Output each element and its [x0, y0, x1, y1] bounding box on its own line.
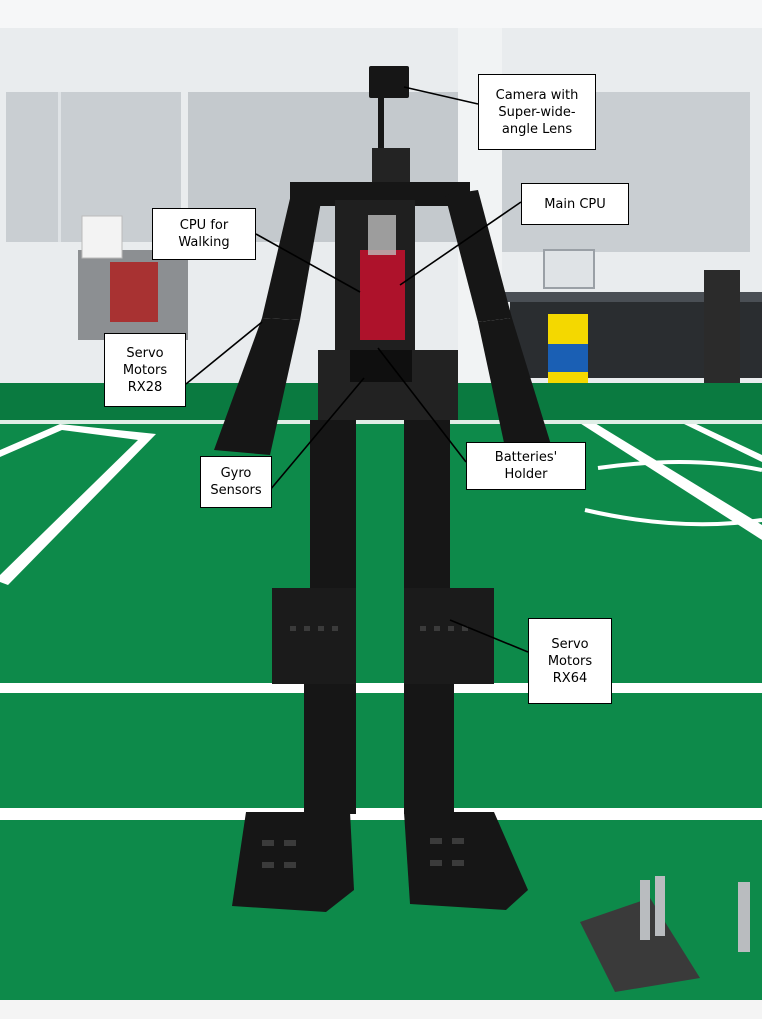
callout-cpu-walking-line-1: CPU for [179, 218, 229, 233]
foreground-stand-post [640, 880, 650, 940]
callout-batteries: Batteries' Holder [466, 442, 586, 490]
callout-gyro-line-2: Sensors [210, 483, 262, 498]
robot-right-knee-panel [404, 588, 494, 684]
field-edge-bottom [0, 1000, 762, 1019]
callout-camera: Camera with Super-wide- angle Lens [478, 74, 596, 150]
callout-servo-rx64-line-1: Servo [551, 636, 589, 652]
callout-camera-line-2: Super-wide- [498, 104, 576, 120]
foreground-stand [580, 898, 700, 992]
callout-camera-line-1: Camera with [495, 87, 579, 103]
callout-cpu-walking-line-2: Walking [178, 235, 230, 250]
window-left-b [58, 92, 61, 242]
field-line-horizontal-2 [0, 808, 762, 820]
background-robot-red [110, 262, 158, 322]
callout-servo-rx64: Servo Motors RX64 [528, 618, 612, 704]
center-circle-arc-2 [584, 508, 762, 527]
callout-gyro: Gyro Sensors [200, 456, 272, 508]
field-line-far [0, 420, 762, 424]
foreground-stand-post-3 [738, 882, 750, 952]
ceiling-band [0, 0, 762, 28]
humanoid-robot-icon [214, 66, 552, 912]
callout-main-cpu-line-1: Main CPU [544, 196, 606, 212]
robot-left-thigh [310, 420, 356, 590]
callout-servo-rx28-line-1: Servo [126, 345, 164, 361]
callout-servo-rx28-line-2: Motors [122, 362, 168, 378]
robot-camera [369, 66, 409, 98]
callout-servo-rx64-line-2: Motors [547, 653, 593, 669]
yellow-pillar-top [548, 314, 588, 344]
robot-neck [372, 148, 410, 184]
background-cabinet [81, 215, 123, 259]
callout-batteries-line-2: Holder [504, 467, 548, 482]
callout-cpu-walking: CPU for Walking [152, 208, 256, 260]
robot-camera-mast [378, 98, 384, 158]
field-line-right-diag [575, 420, 762, 540]
foreground-stand-post-2 [655, 876, 665, 936]
robot-right-thigh [404, 420, 450, 590]
callout-gyro-line-1: Gyro [220, 466, 252, 481]
field-line-horizontal-1 [0, 683, 762, 693]
background-desk-top [505, 292, 762, 302]
robot-right-shin [404, 684, 454, 814]
callout-servo-rx28: Servo Motors RX28 [104, 333, 186, 407]
field-line-right-diag-2 [680, 422, 762, 462]
blue-pillar-band [548, 344, 588, 372]
robot-left-forearm [214, 318, 300, 455]
robot-wiring [360, 250, 405, 340]
robot-left-knee-panel [272, 588, 356, 684]
callout-servo-rx28-line-3: RX28 [127, 379, 163, 395]
robot-wiring-pale [368, 215, 396, 255]
field-line-left-box [0, 424, 156, 585]
robot-left-shin [304, 684, 356, 814]
background-monitor [543, 249, 595, 289]
robot-right-foot [404, 812, 528, 910]
robot-right-forearm [478, 318, 552, 452]
center-circle-arc [597, 459, 762, 472]
callout-main-cpu: Main CPU [521, 183, 629, 225]
robot-battery-box [350, 350, 412, 382]
callout-servo-rx64-line-3: RX64 [552, 670, 588, 686]
callout-batteries-line-1: Batteries' [494, 450, 558, 465]
callout-camera-line-3: angle Lens [501, 121, 573, 137]
